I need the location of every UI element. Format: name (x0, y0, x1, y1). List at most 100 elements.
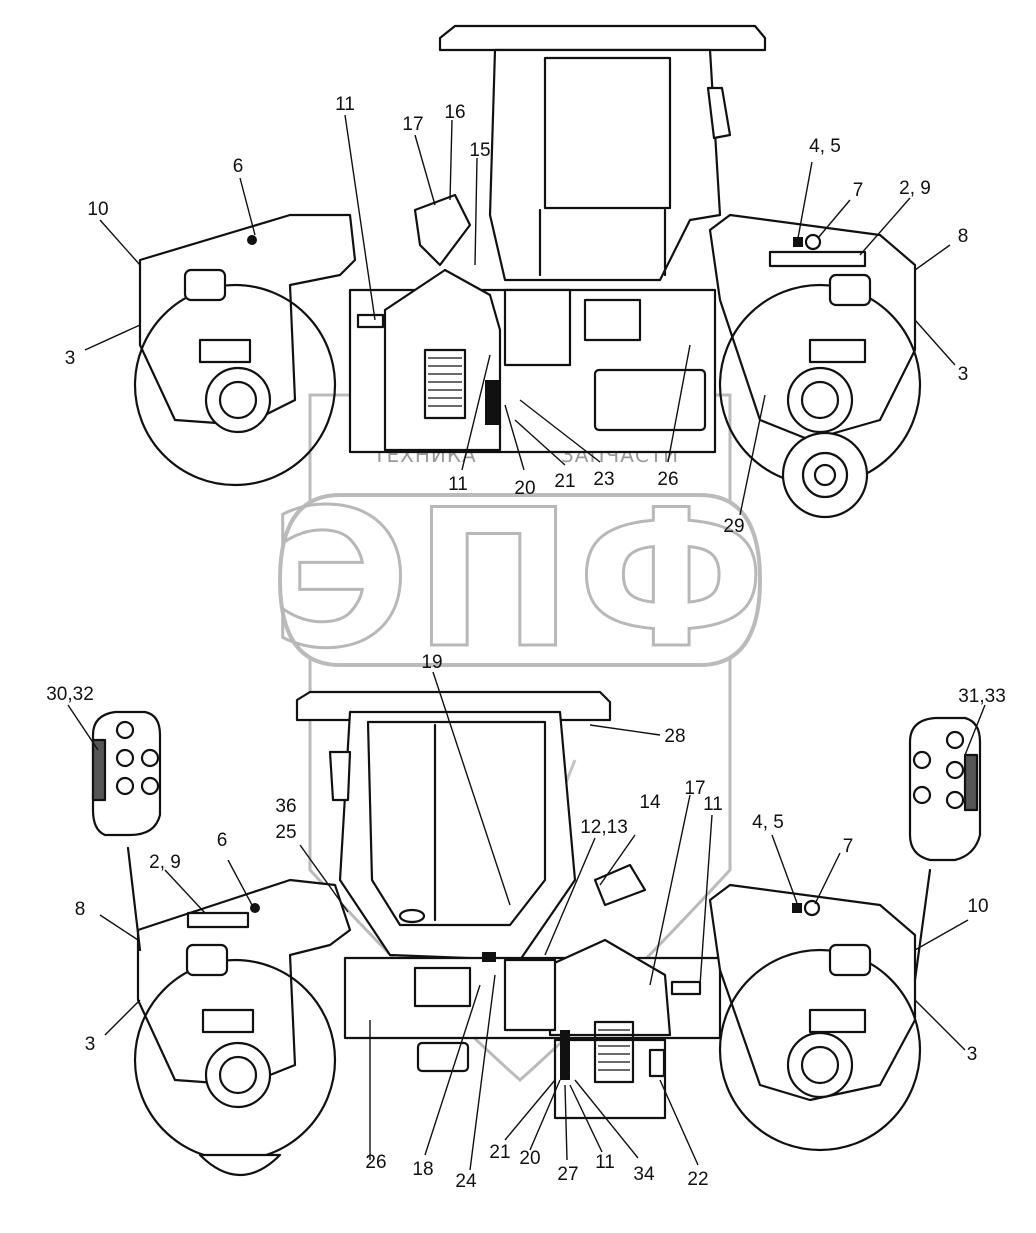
decal-31-33-marker (963, 753, 979, 812)
watermark-oval (277, 493, 763, 667)
callout-4-5: 4, 5 (752, 812, 784, 833)
callout-11: 11 (335, 94, 355, 115)
top-engine-grille (423, 348, 467, 420)
bottom-access-plate (413, 966, 472, 1008)
callout-8: 8 (958, 226, 969, 247)
callout-3: 3 (967, 1044, 978, 1065)
callout-25: 25 (275, 822, 296, 843)
callout-8: 8 (75, 899, 86, 920)
callout-10: 10 (87, 199, 108, 220)
callout-14: 14 (639, 792, 661, 813)
watermark-logo-text: ЭПФ (271, 469, 770, 690)
callout-31-33: 31,33 (958, 686, 1006, 707)
callout-3: 3 (65, 348, 76, 369)
decal-19-marker (398, 908, 426, 924)
top-left-drum-hub (204, 366, 272, 434)
top-cab-roof (438, 24, 767, 52)
top-mirror (706, 86, 732, 140)
callout-26: 26 (365, 1152, 386, 1173)
decal-7-marker (803, 899, 821, 917)
top-right-frame-plate (708, 213, 917, 442)
decal-30-32-marker (91, 738, 107, 802)
top-left-drum (133, 283, 337, 487)
callout-6: 6 (233, 156, 244, 177)
decal-4-5-marker (792, 903, 802, 913)
bottom-right-frame-plate (708, 883, 917, 1102)
top-leaders (84, 114, 956, 516)
watermark-shield (308, 393, 732, 1083)
top-valve-block (503, 288, 572, 367)
top-small-wheel (781, 431, 869, 519)
callout-4-5: 4, 5 (809, 136, 841, 157)
top-left-seat (183, 268, 227, 302)
bottom-small-wheel (198, 1153, 282, 1176)
top-cab-window (543, 56, 672, 210)
callout-24: 24 (455, 1171, 477, 1192)
left-mud-flap (91, 710, 162, 837)
decal-22-marker (648, 1048, 666, 1078)
callout-12-13: 12,13 (580, 817, 628, 838)
top-cab-body (488, 48, 722, 282)
callout-17: 17 (402, 114, 423, 135)
bottom-leaders (67, 671, 986, 1171)
callout-29: 29 (723, 516, 744, 537)
top-engine-hood (383, 268, 502, 452)
bottom-left-frame-plate (136, 878, 352, 1087)
callout-11: 11 (448, 474, 468, 495)
callout-10: 10 (967, 896, 988, 917)
decal-11-marker (356, 313, 385, 329)
bottom-right-drum (718, 948, 922, 1152)
callout-7: 7 (853, 180, 864, 201)
bottom-air-intake (593, 863, 647, 907)
callout-22: 22 (687, 1169, 708, 1190)
decal-6-marker (250, 903, 260, 913)
bottom-callouts: 30,32 19 28 31,33 36 25 6 2, 9 8 3 12,13… (46, 652, 1006, 1192)
bottom-side-panel (416, 1041, 470, 1073)
callout-11: 11 (703, 794, 723, 815)
callout-34: 34 (633, 1164, 655, 1185)
decal-11-marker (670, 980, 702, 996)
bottom-roller-view (91, 690, 982, 1176)
callout-6: 6 (217, 830, 228, 851)
callout-21: 21 (489, 1142, 510, 1163)
watermark: ЭПФ ТЕХНИКА ЗАПЧАСТИ (269, 393, 770, 1083)
top-access-plate (583, 298, 642, 342)
callout-16: 16 (444, 102, 465, 123)
decal-21-marker (485, 380, 499, 425)
top-callouts: 11 17 16 15 6 10 3 11 20 21 23 26 4, 5 7… (65, 94, 969, 537)
callout-20: 20 (519, 1148, 540, 1169)
callout-27: 27 (557, 1164, 578, 1185)
top-right-drum-hub (786, 366, 854, 434)
callout-7: 7 (843, 836, 854, 857)
callout-2-9: 2, 9 (899, 178, 931, 199)
decal-4-5-marker (793, 237, 803, 247)
top-right-seat (828, 273, 872, 307)
bottom-right-drum-hub (786, 1031, 854, 1099)
bottom-left-label-plate (186, 911, 250, 929)
callout-36: 36 (275, 796, 296, 817)
callout-28: 28 (664, 726, 685, 747)
decal-6-marker (247, 235, 257, 245)
callout-20: 20 (514, 478, 535, 499)
callout-2-9: 2, 9 (149, 852, 181, 873)
top-air-intake (413, 193, 472, 267)
bottom-left-seat (185, 943, 229, 977)
callout-26: 26 (657, 469, 678, 490)
bottom-valve-block (503, 958, 557, 1032)
callout-23: 23 (593, 469, 614, 490)
bottom-right-seat (828, 943, 872, 977)
callout-30-32: 30,32 (46, 684, 94, 705)
top-side-panel (593, 368, 707, 432)
bottom-left-drum-hub (204, 1041, 272, 1109)
bottom-cab-body (338, 710, 577, 962)
top-right-label-plate (768, 250, 867, 268)
callout-19: 19 (421, 652, 442, 673)
decal-21-marker (560, 1030, 570, 1080)
callout-11: 11 (595, 1152, 615, 1173)
bottom-engine-grille (593, 1020, 635, 1084)
callout-15: 15 (469, 140, 490, 161)
bottom-cab-window (366, 720, 547, 927)
callout-3: 3 (958, 364, 969, 385)
callout-18: 18 (412, 1159, 433, 1180)
